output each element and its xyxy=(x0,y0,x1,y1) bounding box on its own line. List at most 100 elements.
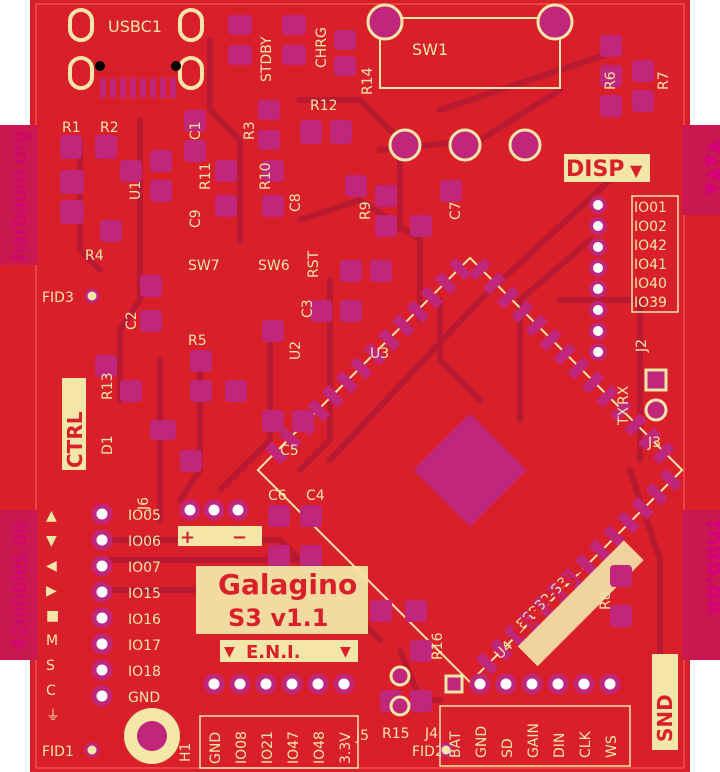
j2-label: J2 xyxy=(634,339,650,353)
eni-pin-io48: IO48 xyxy=(312,731,328,764)
board-name: Galagino xyxy=(218,568,357,601)
snd-pin-clk: CLK xyxy=(578,730,594,758)
harbaum-label: harbaum.org xyxy=(7,131,31,260)
c5-label: C5 xyxy=(280,443,299,459)
disp-arrow-icon: ▼ xyxy=(630,161,643,180)
ctrl-up-icon: ▲ xyxy=(46,508,57,524)
ctrl-header-pins xyxy=(91,503,113,707)
battery-connector xyxy=(178,499,262,546)
ctrl-pin-io16: IO16 xyxy=(128,612,161,628)
r13-label: R13 xyxy=(100,372,116,400)
plus-label: + xyxy=(180,527,195,548)
disp-pin-io42: IO42 xyxy=(634,238,667,254)
fid1-label: FID1 xyxy=(42,744,74,760)
disp-pin-io02: IO02 xyxy=(634,219,667,235)
esp32-module xyxy=(256,256,684,684)
eni-left-arrow-icon: ▼ xyxy=(224,644,235,660)
d1-label: D1 xyxy=(100,435,116,455)
board-variant: S3 v1.1 xyxy=(228,604,329,632)
right-bottom-tab xyxy=(682,510,720,660)
sw6-label: SW6 xyxy=(258,258,290,274)
title-plate xyxy=(196,566,368,634)
ctrl-pin-labels: IO05 IO06 IO07 IO15 IO16 IO17 IO18 GND xyxy=(128,508,161,706)
ctrl-menu-label: M xyxy=(46,633,58,649)
j3-header xyxy=(644,368,668,422)
eni-pin-io21: IO21 xyxy=(260,731,276,764)
disp-header-pins xyxy=(589,196,607,361)
sw1-switch xyxy=(366,3,574,162)
stdby-label: STDBY xyxy=(259,36,275,82)
eni-header-pins xyxy=(203,665,411,717)
j3-label: J3 xyxy=(647,435,661,451)
smd-pads xyxy=(60,15,654,712)
ctrl-pin-io07: IO07 xyxy=(128,560,161,576)
snd-label: SND xyxy=(653,694,677,742)
arrow-icons: ▼▲▼▲ xyxy=(703,140,720,196)
ctrl-down-icon: ▼ xyxy=(46,533,57,549)
minus-label: − xyxy=(232,527,247,548)
rx-label: RX xyxy=(616,385,632,405)
snd-pin-bat: BAT xyxy=(448,731,464,758)
c4-label: C4 xyxy=(306,488,325,504)
ctrl-left-icon: ◀ xyxy=(46,558,57,574)
board-edge xyxy=(35,3,685,769)
rst-label: RST xyxy=(306,250,322,278)
disp-pin-io39: IO39 xyxy=(634,295,667,311)
ctrl-symbols: ▲ ▼ ◀ ▶ ■ M S C ⏚ xyxy=(46,508,60,724)
mounting-hole-center xyxy=(137,721,167,751)
chrg-label: CHRG xyxy=(314,27,330,68)
c8-label: C8 xyxy=(288,193,304,212)
r3-label: R3 xyxy=(242,121,258,140)
sw1-label: SW1 xyxy=(412,40,448,59)
eni-pin-io47: IO47 xyxy=(286,731,302,764)
r11-label: R11 xyxy=(198,162,214,190)
j5-label: J5 xyxy=(355,728,369,744)
fid3-label: FID3 xyxy=(42,290,74,306)
disp-plate xyxy=(564,154,650,182)
disp-pin-io40: IO40 xyxy=(634,276,667,292)
r2-label: R2 xyxy=(100,120,119,136)
disp-pin-io41: IO41 xyxy=(634,257,667,273)
eni-pin-io08: IO08 xyxy=(234,731,250,764)
eni-right-arrow-icon: ▼ xyxy=(340,644,351,660)
r15-label: R15 xyxy=(382,726,410,742)
c2-label: C2 xyxy=(124,311,140,330)
r14-label: R14 xyxy=(360,67,376,95)
left-bottom-tab xyxy=(0,510,38,660)
left-top-tab xyxy=(0,125,38,265)
ctrl-pin-io18: IO18 xyxy=(128,664,161,680)
eni-label: E.N.I. xyxy=(246,642,301,663)
disp-label: DISP xyxy=(566,157,624,182)
c7-label: C7 xyxy=(448,201,464,220)
fhdo-label: fhdo.de xyxy=(702,520,720,615)
ctrl-pin-io05: IO05 xyxy=(128,508,161,524)
r8-label: R8 xyxy=(598,591,614,610)
usb-c-connector xyxy=(68,8,204,98)
ctrl-coin-label: C xyxy=(46,683,56,699)
ctrl-pin-gnd: GND xyxy=(128,690,160,706)
snd-pin-sd: SD xyxy=(500,738,516,758)
ctrl-pin-io15: IO15 xyxy=(128,586,161,602)
fid3-marker xyxy=(84,288,100,304)
ctrl-pin-io17: IO17 xyxy=(128,638,161,654)
right-top-tab xyxy=(682,125,720,215)
c1-label: C1 xyxy=(188,121,204,140)
c6-label: C6 xyxy=(268,488,287,504)
u3-label: U3 xyxy=(370,346,389,362)
r7-label: R7 xyxy=(656,71,672,90)
c3-label: C3 xyxy=(300,299,316,318)
eni-plate xyxy=(220,640,358,662)
h1-label: H1 xyxy=(178,743,194,762)
snd-pin-gnd: GND xyxy=(474,726,490,758)
fid1-marker xyxy=(84,742,100,758)
ctrl-label: CTRL xyxy=(63,411,87,468)
fid2-label: FID2 xyxy=(412,744,444,760)
usbc1-label: USBC1 xyxy=(108,17,162,36)
snd-pin-labels: BAT GND SD GAIN DIN CLK WS xyxy=(439,705,631,767)
tx-label: TX xyxy=(616,406,632,426)
ctrl-right-icon: ▶ xyxy=(46,583,57,599)
ctrl-start-label: S xyxy=(46,658,55,674)
snd-plate xyxy=(652,654,678,750)
r9-label: R9 xyxy=(358,201,374,220)
